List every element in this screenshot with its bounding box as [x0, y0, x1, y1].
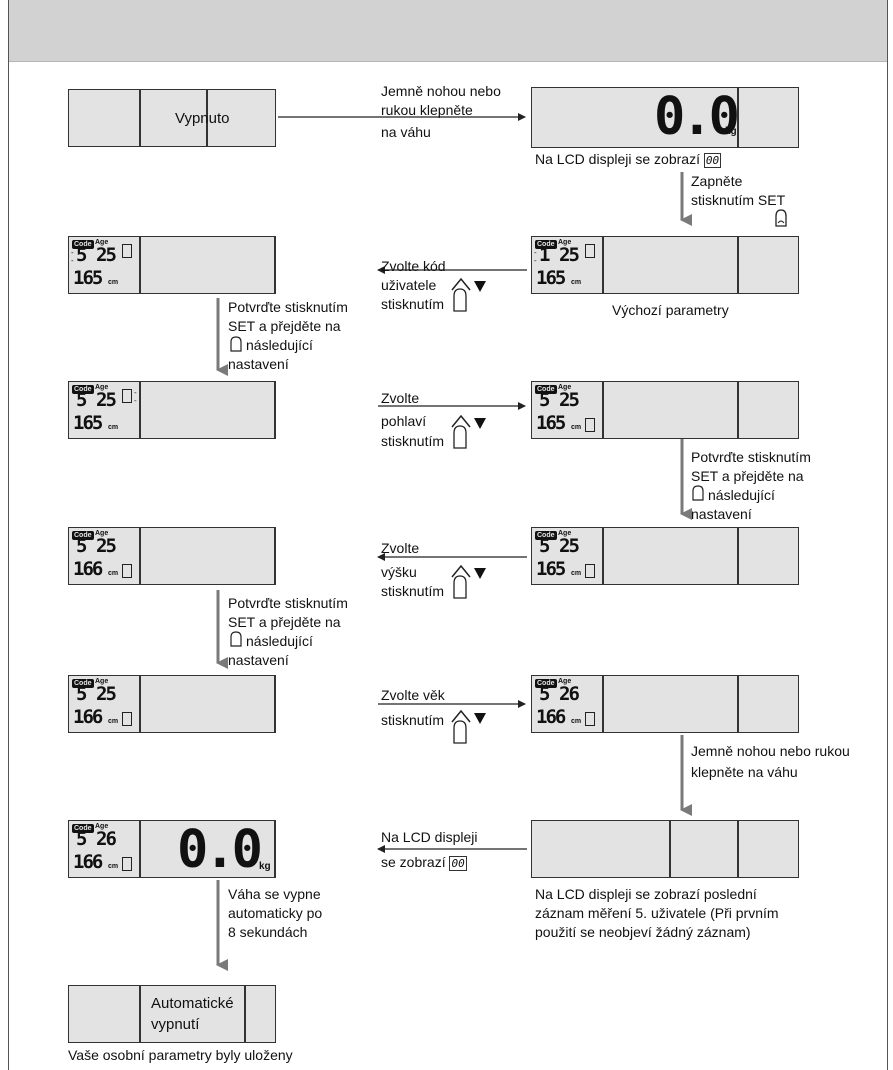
up-down-button-icon [451, 565, 486, 599]
kg-unit: kg [725, 126, 737, 137]
label-height-2: výšku [381, 564, 417, 580]
label-autooff-1: Váha se vypne [228, 886, 321, 902]
label-lcd2-2: se zobrazí 00 [381, 854, 467, 871]
label-turn-on-2: stisknutím SET [691, 192, 786, 208]
label-height-3: stisknutím [381, 583, 445, 599]
panel-auto-off: Automatické vypnutí [68, 985, 276, 1043]
label-autooff-3: 8 sekundách [228, 924, 308, 940]
label-confirm-c-1: Potvrďte stisknutím [228, 595, 348, 611]
label-age-1: Zvolte věk [381, 687, 445, 703]
label-lcd2-1: Na LCD displeji [381, 829, 478, 845]
label-choose-code-2: uživatele [381, 277, 437, 293]
label-confirm-b-3: následující [708, 487, 775, 503]
panel-off: Vypnuto [68, 89, 276, 147]
label-height-1: Zvolte [381, 540, 420, 556]
label-lcd-shows: Na LCD displeji se zobrazí 00 [535, 151, 722, 168]
label-default-params: Výchozí parametry [612, 302, 729, 318]
label-choose-code-3: stisknutím [381, 296, 445, 312]
panel-last-record [531, 820, 799, 878]
page-frame [8, 0, 888, 1070]
label-choose-code-1: Zvolte kód [381, 258, 446, 274]
label-confirm-b-1: Potvrďte stisknutím [691, 449, 811, 465]
label-confirm-4: nastavení [228, 356, 289, 372]
label-gender-1: Zvolte [381, 390, 420, 406]
set-button-icon [775, 209, 787, 227]
label-tap2-1: Jemně nohou nebo rukou [691, 743, 850, 759]
set-button-icon [230, 336, 242, 352]
label-confirm-b-4: nastavení [691, 506, 752, 522]
panel-off-text: Vypnuto [175, 110, 230, 127]
set-button-icon [692, 485, 704, 501]
up-down-button-icon [451, 415, 486, 449]
label-saved: Vaše osobní parametry byly uloženy [68, 1047, 293, 1063]
label-confirm-1: Potvrďte stisknutím [228, 299, 348, 315]
label-tap2-2: klepněte na váhu [691, 764, 798, 780]
label-tap-3: na váhu [381, 124, 431, 140]
label-last-3: použití se neobjeví žádný záznam) [535, 924, 751, 940]
up-down-button-icon [451, 710, 486, 744]
label-autooff-2: automaticky po [228, 905, 323, 921]
label-tap-1: Jemně nohou nebo [381, 83, 501, 99]
page-header-bar [8, 0, 888, 62]
label-confirm-c-4: nastavení [228, 652, 289, 668]
panel-zero-weight: 0.0 kg [531, 87, 799, 148]
label-confirm-c-2: SET a přejděte na [228, 614, 341, 630]
label-confirm-c-3: následující [246, 633, 313, 649]
label-last-2: záznam měření 5. uživatele (Při prvním [535, 905, 779, 921]
label-tap-2: rukou klepněte [381, 102, 473, 118]
label-gender-2: pohlaví [381, 413, 427, 429]
label-confirm-2: SET a přejděte na [228, 318, 341, 334]
zero-display: 0.0 [654, 87, 740, 147]
set-button-icon [230, 631, 242, 647]
label-last-1: Na LCD displeji se zobrazí poslední [535, 886, 757, 902]
label-age-2: stisknutím [381, 712, 445, 728]
label-confirm-3: následující [246, 337, 313, 353]
label-gender-3: stisknutím [381, 433, 445, 449]
label-confirm-b-2: SET a přejděte na [691, 468, 804, 484]
label-turn-on-1: Zapněte [691, 173, 743, 189]
up-down-button-icon [451, 278, 486, 312]
